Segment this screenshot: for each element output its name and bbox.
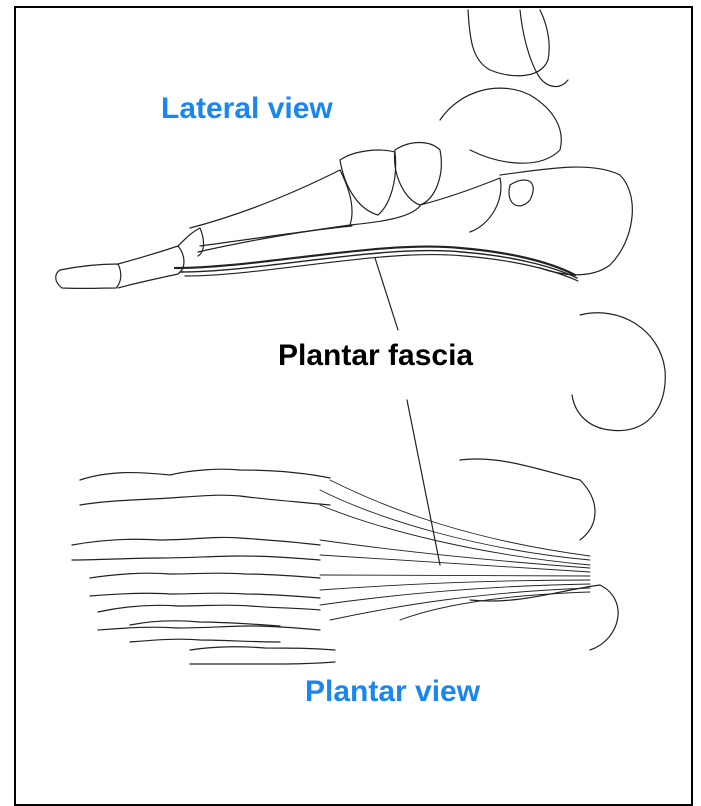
lateral-view-label: Lateral view [161,92,333,126]
plantar-view-label: Plantar view [305,675,480,709]
lateral-foot-drawing [56,10,633,330]
plantar-fascia-label: Plantar fascia [278,339,473,373]
